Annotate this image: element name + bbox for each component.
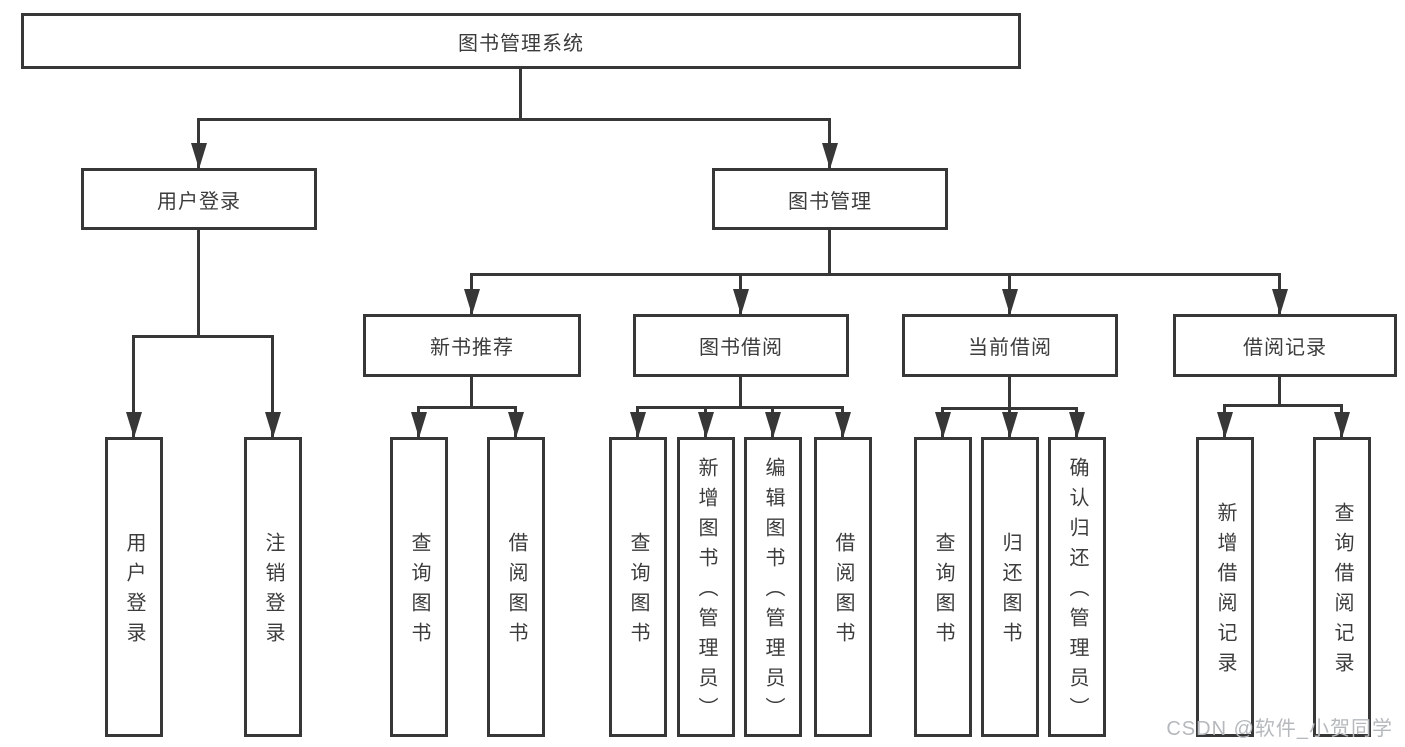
node-ul-logout: 注销登录 — [244, 437, 302, 737]
node-label: 用户登录 — [123, 532, 145, 652]
arrowhead-down-icon — [1002, 412, 1018, 438]
node-new-books: 新书推荐 — [363, 314, 581, 377]
node-bb-borrow: 借阅图书 — [814, 437, 872, 737]
node-root: 图书管理系统 — [21, 13, 1021, 69]
node-borrow-records: 借阅记录 — [1173, 314, 1397, 377]
node-label: 新增图书（管理员） — [695, 457, 717, 727]
node-user-login: 用户登录 — [81, 168, 317, 230]
connector-rail-user-login — [132, 335, 274, 338]
node-label: 查询图书 — [408, 532, 430, 652]
connector-rail-book-borrow — [636, 406, 844, 409]
node-label: 借阅记录 — [1243, 337, 1327, 359]
node-label: 图书借阅 — [699, 337, 783, 359]
arrowhead-down-icon — [265, 412, 281, 438]
arrowhead-down-icon — [822, 143, 838, 169]
node-label: 归还图书 — [999, 532, 1021, 652]
connector-stem-root — [519, 69, 522, 121]
connector-rail-new-books — [417, 406, 517, 409]
arrowhead-down-icon — [1334, 412, 1350, 438]
node-label: 查询图书 — [627, 532, 649, 652]
node-nb-borrow: 借阅图书 — [487, 437, 545, 737]
arrowhead-down-icon — [508, 412, 524, 438]
node-label: 用户登录 — [157, 190, 241, 213]
node-cb-return: 归还图书 — [981, 437, 1039, 737]
node-label: 图书管理系统 — [458, 32, 584, 55]
arrowhead-down-icon — [464, 289, 480, 315]
connector-stem-book-borrow — [739, 377, 742, 409]
connector-rail-root — [197, 118, 831, 121]
node-current-borrow: 当前借阅 — [902, 314, 1118, 377]
arrowhead-down-icon — [411, 412, 427, 438]
node-br-query: 查询借阅记录 — [1313, 437, 1371, 737]
arrowhead-down-icon — [1002, 289, 1018, 315]
node-label: 查询借阅记录 — [1331, 502, 1353, 682]
arrowhead-down-icon — [191, 143, 207, 169]
connector-stem-user-login — [197, 230, 200, 338]
node-label: 查询图书 — [932, 532, 954, 652]
node-nb-query: 查询图书 — [390, 437, 448, 737]
connector-stem-ul-logout — [271, 335, 274, 437]
arrowhead-down-icon — [630, 412, 646, 438]
node-cb-query: 查询图书 — [914, 437, 972, 737]
node-label: 新书推荐 — [430, 337, 514, 359]
arrowhead-down-icon — [835, 412, 851, 438]
arrowhead-down-icon — [935, 412, 951, 438]
arrowhead-down-icon — [698, 412, 714, 438]
arrowhead-down-icon — [1069, 412, 1085, 438]
connector-rail-book-mgmt — [470, 273, 1281, 276]
connector-stem-book-mgmt — [828, 230, 831, 276]
node-label: 注销登录 — [262, 532, 284, 652]
node-label: 新增借阅记录 — [1214, 502, 1236, 682]
node-label: 编辑图书（管理员） — [762, 457, 784, 727]
arrowhead-down-icon — [765, 412, 781, 438]
connector-stem-borrow-records — [1278, 377, 1281, 407]
node-book-mgmt: 图书管理 — [712, 168, 948, 230]
connector-stem-ul-login — [132, 335, 135, 437]
arrowhead-down-icon — [126, 412, 142, 438]
node-label: 借阅图书 — [832, 532, 854, 652]
node-label: 借阅图书 — [505, 532, 527, 652]
connector-stem-current-borrow — [1008, 377, 1011, 410]
connector-rail-borrow-records — [1223, 404, 1343, 407]
arrowhead-down-icon — [1217, 412, 1233, 438]
node-bb-add: 新增图书（管理员） — [677, 437, 735, 737]
node-bb-query: 查询图书 — [609, 437, 667, 737]
connector-stem-new-books — [470, 377, 473, 409]
node-ul-login: 用户登录 — [105, 437, 163, 737]
arrowhead-down-icon — [1272, 289, 1288, 315]
arrowhead-down-icon — [733, 289, 749, 315]
node-label: 当前借阅 — [968, 337, 1052, 359]
node-book-borrow: 图书借阅 — [633, 314, 849, 377]
node-cb-confirm: 确认归还（管理员） — [1048, 437, 1106, 737]
watermark: CSDN @软件_小贺同学 — [1166, 718, 1393, 740]
node-label: 图书管理 — [788, 190, 872, 213]
node-bb-edit: 编辑图书（管理员） — [744, 437, 802, 737]
node-br-add: 新增借阅记录 — [1196, 437, 1254, 737]
node-label: 确认归还（管理员） — [1066, 457, 1088, 727]
